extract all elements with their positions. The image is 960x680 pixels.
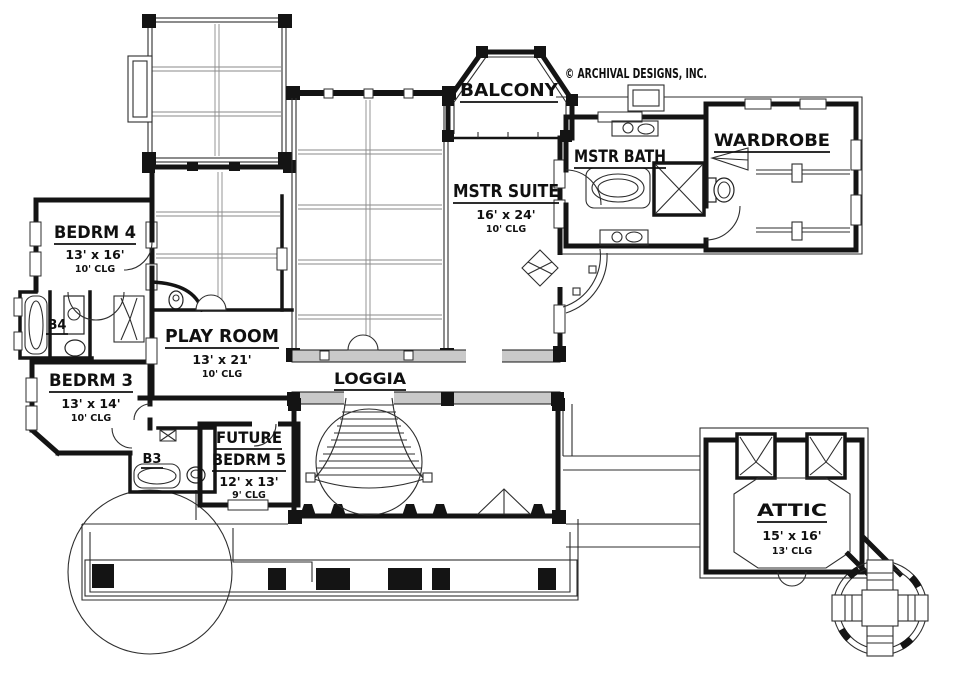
loggia: LOGGIA bbox=[287, 334, 566, 406]
bedrm4-dims: 13' x 16' bbox=[65, 247, 124, 262]
door-swing bbox=[123, 241, 153, 271]
balcony-room: BALCONY bbox=[442, 46, 578, 142]
door-swing bbox=[705, 205, 741, 241]
wardrobe-room: WARDROBE bbox=[703, 98, 862, 253]
wardrobe-label: WARDROBE bbox=[714, 131, 830, 151]
bath-b4-room: B4 bbox=[13, 290, 145, 360]
bathtub2-icon bbox=[24, 295, 48, 355]
loggia-niche bbox=[347, 334, 379, 351]
rooflines bbox=[67, 84, 863, 655]
future-bedroom5-room: FUTURE BEDRM 5 12' x 13' 9' CLG bbox=[197, 419, 301, 511]
door-swing bbox=[111, 427, 133, 449]
attic-label: ATTIC bbox=[757, 501, 827, 521]
toilet-icon bbox=[168, 290, 184, 310]
door-swing bbox=[133, 403, 151, 421]
future-bedrm5-line1: FUTURE bbox=[216, 428, 282, 447]
loggia-label: LOGGIA bbox=[334, 369, 407, 388]
door-swing bbox=[565, 169, 602, 206]
chimney-right bbox=[627, 84, 665, 112]
round-tower-icon bbox=[831, 559, 929, 657]
play-room: PLAY ROOM 13' x 21' 10' CLG bbox=[137, 294, 295, 401]
toilet2-icon bbox=[713, 177, 735, 203]
attic-clg: 13' CLG bbox=[772, 546, 812, 557]
trellis-pergola bbox=[127, 14, 292, 166]
play-room-dims: 13' x 21' bbox=[192, 352, 251, 367]
attic-access-mark bbox=[476, 488, 532, 515]
bedroom4-room: BEDRM 4 13' x 16' 10' CLG bbox=[29, 197, 155, 295]
toilet3-icon bbox=[64, 339, 86, 357]
grand-staircase-icon bbox=[305, 397, 433, 516]
door-swing bbox=[253, 423, 277, 447]
bedrm3-clg: 10' CLG bbox=[71, 413, 111, 424]
mstr-suite-label: MSTR SUITE bbox=[453, 181, 559, 202]
bedrm4-clg: 10' CLG bbox=[75, 264, 115, 275]
mstr-suite-dims: 16' x 24' bbox=[476, 207, 535, 222]
play-room-label: PLAY ROOM bbox=[165, 326, 279, 347]
closet-rods-icon bbox=[756, 169, 850, 233]
play-room-clg: 10' CLG bbox=[202, 369, 242, 380]
terrace bbox=[81, 519, 579, 601]
lower-roof-circle bbox=[67, 489, 233, 655]
bedrm3-dims: 13' x 14' bbox=[61, 396, 120, 411]
mstr-suite-clg: 10' CLG bbox=[486, 224, 526, 235]
sink-cabinet bbox=[63, 295, 85, 335]
future-bedrm5-clg: 9' CLG bbox=[232, 490, 266, 501]
master-suite-room: MSTR SUITE 16' x 24' 10' CLG bbox=[453, 135, 608, 355]
arched-niche bbox=[195, 294, 227, 311]
bedrm4-label: BEDRM 4 bbox=[54, 223, 136, 243]
future-bedrm5-dims: 12' x 13' bbox=[219, 474, 278, 489]
sink-vanity2-icon bbox=[599, 229, 649, 246]
copyright-text: © ARCHIVAL DESIGNS, INC. bbox=[565, 67, 707, 82]
future-bedrm5-line2: BEDRM 5 bbox=[212, 450, 286, 469]
open-court-grid bbox=[142, 86, 456, 362]
stair-hall bbox=[288, 398, 566, 524]
master-bath-room: MSTR BATH bbox=[563, 111, 735, 253]
sink-vanity-icon bbox=[611, 120, 659, 137]
bedroom3-room: BEDRM 3 13' x 14' 10' CLG bbox=[25, 359, 153, 457]
bedrm3-label: BEDRM 3 bbox=[49, 371, 133, 391]
b3-label: B3 bbox=[143, 452, 162, 467]
mstr-bath-label: MSTR BATH bbox=[574, 147, 666, 167]
attic-dims: 15' x 16' bbox=[762, 528, 821, 543]
bifold-closet-icon bbox=[113, 295, 145, 343]
chimney-left bbox=[127, 55, 153, 123]
balcony-label: BALCONY bbox=[460, 80, 559, 101]
curved-step bbox=[562, 248, 608, 314]
b4-label: B4 bbox=[48, 318, 67, 333]
